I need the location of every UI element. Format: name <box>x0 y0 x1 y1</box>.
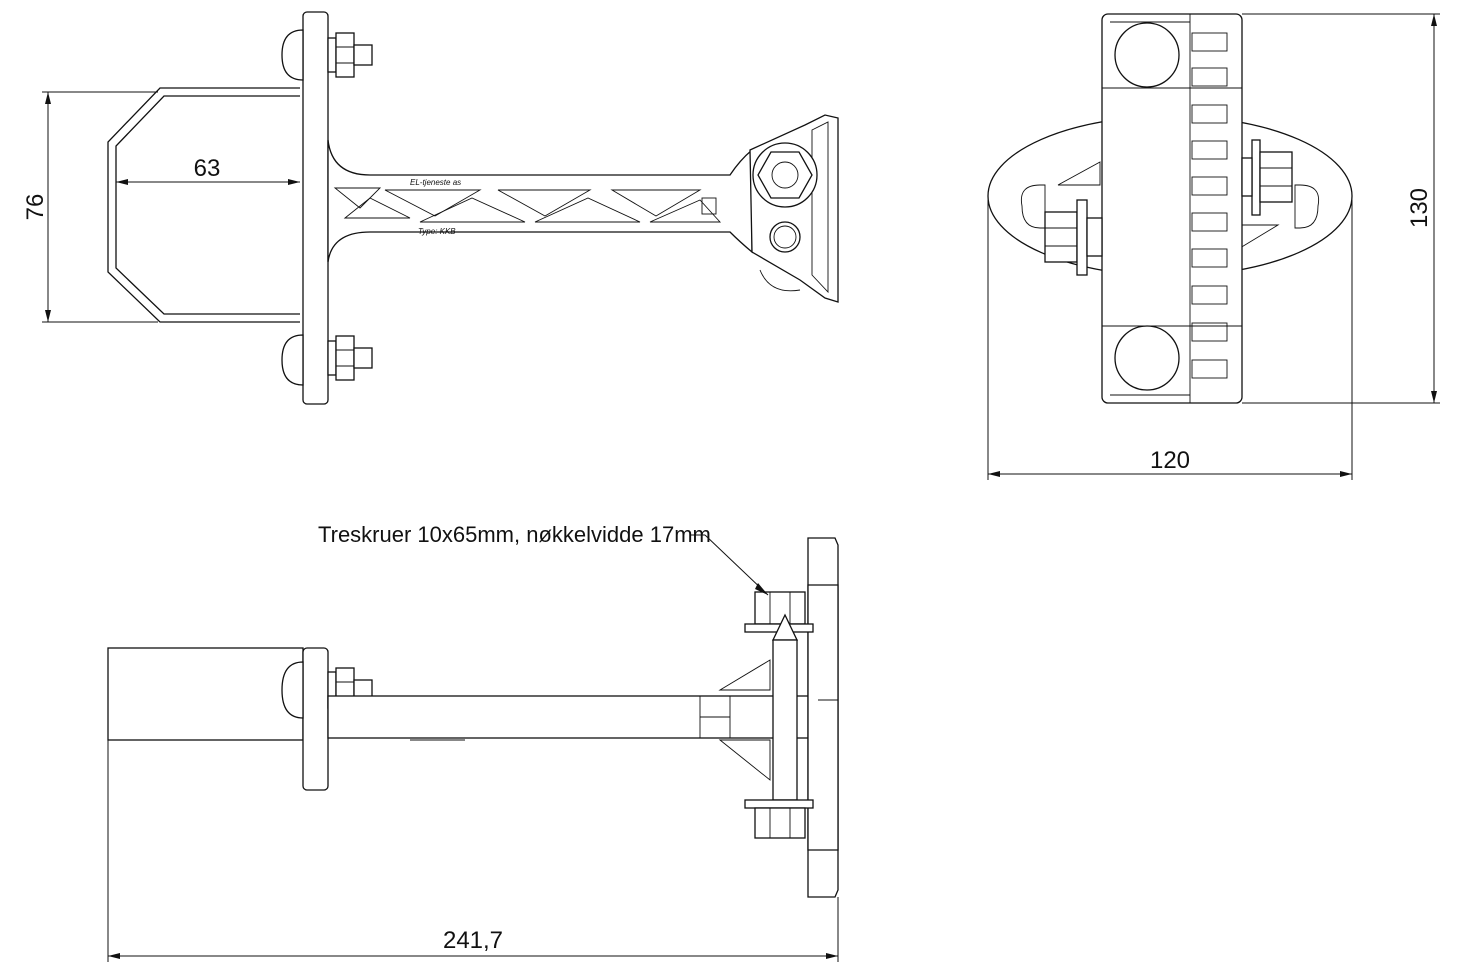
round-head-bottom <box>1114 325 1180 391</box>
pole-section <box>107 647 304 741</box>
callout-text: Treskruer 10x65mm, nøkkelvidde 17mm <box>318 522 711 547</box>
side-screw <box>744 591 814 839</box>
mounting-plate <box>302 11 329 405</box>
side-plate <box>302 647 329 791</box>
screws <box>1044 139 1293 276</box>
arm-head <box>749 114 839 303</box>
side-view: Treskruer 10x65mm, nøkkelvidde 17mm 241,… <box>107 522 839 962</box>
engraving-company: EL-tjeneste as <box>410 178 461 187</box>
fin-ribs <box>1191 32 1228 379</box>
nuts <box>327 32 373 381</box>
dimension-63: 63 <box>116 155 300 185</box>
end-view: 120 130 <box>987 13 1440 480</box>
screw-callout: Treskruer 10x65mm, nøkkelvidde 17mm <box>318 522 769 596</box>
support-arm: EL-tjeneste as Type: KKB <box>327 139 753 263</box>
round-head-top <box>1114 22 1180 88</box>
dim-241-7-label: 241,7 <box>443 927 503 954</box>
bolt-heads <box>281 29 304 386</box>
u-bracket <box>107 87 300 323</box>
dimension-130: 130 <box>1242 13 1440 404</box>
dim-130-label: 130 <box>1406 188 1433 228</box>
dim-76-label: 76 <box>22 194 49 221</box>
dimension-241-7: 241,7 <box>107 740 839 962</box>
dim-120-label: 120 <box>1150 447 1190 474</box>
dimension-120: 120 <box>987 200 1353 480</box>
vertical-block <box>1101 13 1243 404</box>
dimension-76: 76 <box>22 91 158 323</box>
side-arm <box>327 695 819 739</box>
dim-63-label: 63 <box>194 155 221 182</box>
top-view: EL-tjeneste as Type: KKB 76 <box>22 11 839 405</box>
engraving-type: Type: KKB <box>418 227 456 236</box>
